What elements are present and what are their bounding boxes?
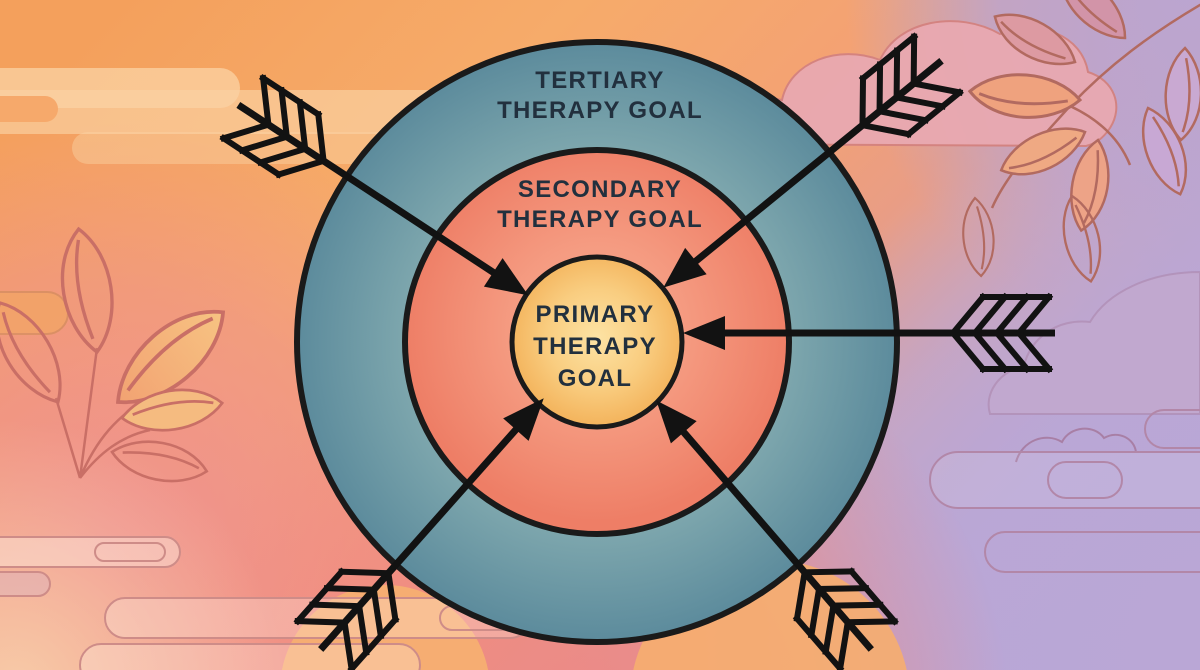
secondary-label-line1: SECONDARY bbox=[518, 176, 682, 203]
arrow-icon bbox=[683, 297, 1055, 369]
arrow-icon bbox=[656, 400, 898, 670]
leaf-branch bbox=[960, 0, 1200, 286]
secondary-label-line2: THERAPY GOAL bbox=[497, 206, 703, 233]
primary-label-line2: THERAPY bbox=[533, 333, 657, 360]
primary-circle bbox=[509, 254, 685, 430]
cloud-icon bbox=[929, 270, 1200, 573]
arrow-icon bbox=[663, 33, 965, 288]
tertiary-label-line2: THERAPY GOAL bbox=[497, 97, 703, 124]
arrow-icon bbox=[219, 75, 529, 296]
arrow-icon bbox=[294, 398, 544, 670]
tertiary-label-line1: TERTIARY bbox=[535, 67, 665, 94]
target-diagram: TERTIARY THERAPY GOAL SECONDARY THERAPY … bbox=[294, 39, 900, 645]
primary-label-line3: GOAL bbox=[558, 365, 633, 392]
leaf-cluster bbox=[0, 224, 243, 493]
primary-label-line1: PRIMARY bbox=[536, 301, 655, 328]
arrows bbox=[219, 33, 1055, 670]
